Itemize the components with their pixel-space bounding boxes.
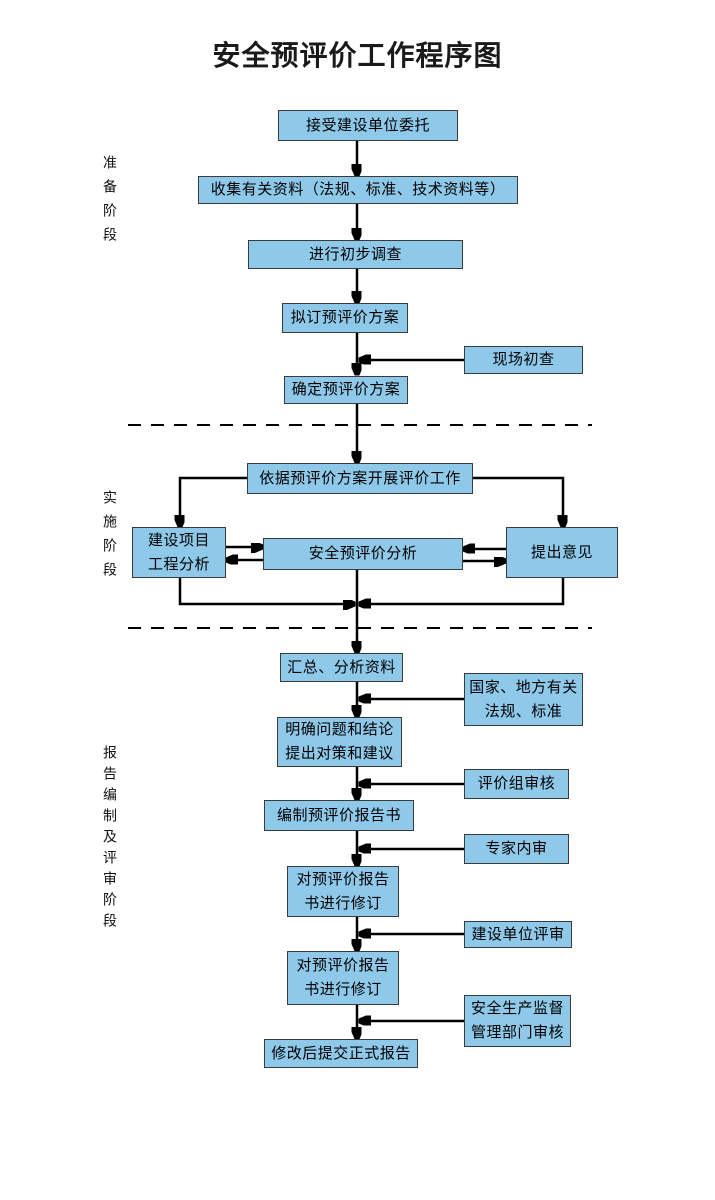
phase-label-implementation: 实施阶段: [102, 490, 118, 586]
node-confirm-plan: 确定预评价方案: [284, 376, 408, 404]
node-construction-unit-review: 建设单位评审: [464, 921, 572, 948]
connector-project-merge: [178, 578, 353, 604]
node-compile-report: 编制预评价报告书: [264, 800, 414, 831]
node-site-check: 现场初查: [464, 346, 583, 374]
phase-label-preparation: 准备阶段: [102, 155, 118, 251]
node-put-forward-opinions: 提出意见: [506, 527, 618, 578]
phase-label-reporting: 报告编制及评审阶段: [102, 745, 118, 934]
node-evaluation-group-review: 评价组审核: [464, 769, 569, 799]
node-revise-report-2: 对预评价报告 书进行修订: [287, 951, 399, 1005]
node-project-analysis: 建设项目 工程分析: [132, 527, 226, 578]
connector-carryout-to-project: [180, 476, 247, 525]
node-submit-final-report: 修改后提交正式报告: [264, 1039, 418, 1068]
node-expert-internal-review: 专家内审: [464, 834, 569, 864]
main-flow-arrows: [180, 141, 563, 1037]
connector-carryout-to-opinions: [473, 476, 563, 525]
node-carry-out-evaluation: 依据预评价方案开展评价工作: [247, 463, 473, 494]
node-collect-materials: 收集有关资料（法规、标准、技术资料等）: [198, 176, 518, 204]
node-revise-report-1: 对预评价报告 书进行修订: [287, 866, 399, 917]
page-title: 安全预评价工作程序图: [212, 40, 503, 71]
connector-opinions-merge: [361, 578, 565, 604]
node-draft-plan: 拟订预评价方案: [282, 303, 408, 333]
phase-divider-dashed-lines: [128, 424, 592, 629]
node-safety-analysis: 安全预评价分析: [263, 538, 463, 570]
node-laws-standards: 国家、地方有关 法规、标准: [464, 673, 583, 726]
node-preliminary-survey: 进行初步调查: [248, 240, 463, 269]
node-clarify-problems: 明确问题和结论 提出对策和建议: [277, 717, 402, 767]
node-supervision-department-review: 安全生产监督 管理部门审核: [464, 995, 571, 1047]
node-accept-commission: 接受建设单位委托: [278, 110, 458, 141]
node-summarize-analyze: 汇总、分析资料: [280, 653, 403, 682]
